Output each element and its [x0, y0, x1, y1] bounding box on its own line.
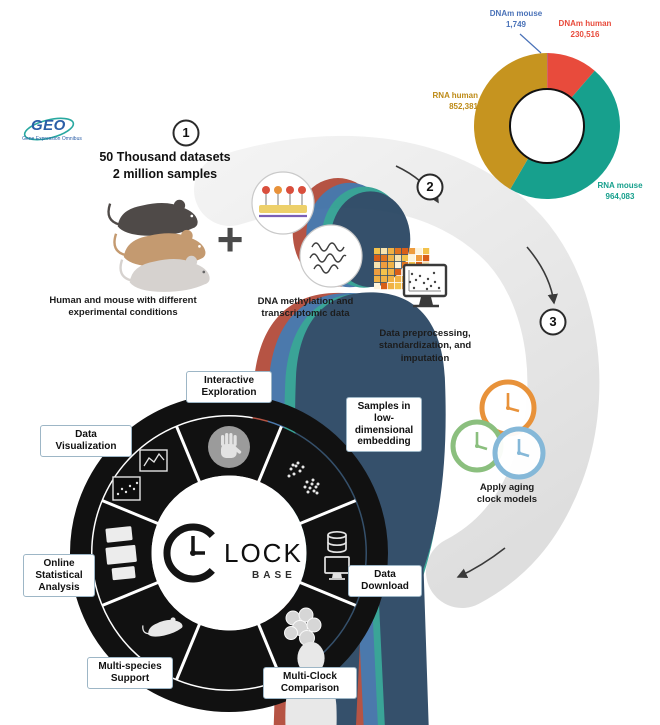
step3-badge-icon: [539, 308, 567, 336]
clockbase-c-logo-icon: [163, 523, 215, 583]
donut-label-rna-human-name: RNA human: [432, 91, 478, 100]
donut-label-rna-human: RNA human 852,381: [426, 90, 478, 112]
donut-label-dnam-mouse-value: 1,749: [505, 20, 527, 30]
wheel-label-online-statistical-analysis: Online Statistical Analysis: [23, 554, 95, 598]
wheel-outer-rim: [70, 394, 388, 712]
clock-blue-icon: [492, 426, 546, 480]
donut-label-dnam-human: DNAm human 230,516: [552, 18, 618, 40]
geo-tagline: Gene Expression Omnibus: [22, 136, 82, 142]
geo-orbit-icon: [23, 117, 75, 141]
wheel-label-data-visualization: Data Visualization: [40, 425, 132, 457]
caption-clocks: Apply aging clock models: [476, 482, 538, 506]
caption-datatypes: DNA methylation and transcriptomic data: [257, 296, 354, 320]
step2-badge-icon: [416, 173, 444, 201]
clockbase-wheel: [70, 394, 388, 725]
donut-label-dnam-human-value: 230,516: [570, 30, 600, 40]
wheel-label-data-download: Data Download: [348, 565, 422, 597]
step1-badge-icon: [172, 119, 200, 147]
wheel-hub: [151, 475, 307, 631]
dnam-mouse-leader-line: [519, 33, 542, 54]
stats-panels-icon: [105, 526, 137, 581]
wheel-label-multi-clock-comparison: Multi-Clock Comparison: [263, 667, 357, 699]
donut-hole: [509, 88, 585, 164]
geo-logo: GEO: [31, 117, 66, 134]
clock-orange-icon: [479, 379, 537, 437]
rna-squiggles-icon: [299, 224, 363, 288]
wheel-label-interactive-exploration: Interactive Exploration: [186, 371, 272, 403]
donut-label-rna-human-value: 852,381: [449, 102, 478, 112]
dataset-intro-text: 50 Thousand datasets 2 million samples: [99, 150, 231, 181]
chart-thumbnails-icon: [112, 449, 168, 501]
step1-number: 1: [182, 125, 190, 140]
aging-clocks-icon: [450, 379, 546, 480]
clockbase-logo-lock-text: LOCK: [224, 538, 303, 568]
donut-label-dnam-human-name: DNAm human: [558, 19, 612, 28]
hand-icon: [208, 426, 250, 468]
wheel-label-multi-species-support: Multi-species Support: [87, 657, 173, 689]
donut-label-dnam-mouse-name: DNAm mouse: [489, 9, 543, 18]
step-badges: [172, 119, 567, 336]
clockbase-logo-base-text: BASE: [252, 570, 296, 581]
donut-chart: [474, 52, 620, 199]
workflow-swoosh-band: [194, 135, 600, 608]
caption-species: Human and mouse with different experimen…: [49, 295, 197, 319]
dna-methylation-icon: [251, 171, 315, 235]
embedding-scatter-icon: [287, 461, 320, 495]
arrow-to-step3-icon: [526, 246, 558, 305]
caption-preprocessing: Data preprocessing, standardization, and…: [378, 328, 472, 364]
plus-sign: +: [216, 213, 244, 265]
donut-label-rna-mouse: RNA mouse 964,083: [592, 180, 648, 202]
scatter-monitor-icon: [402, 263, 448, 308]
donut-label-rna-mouse-name: RNA mouse: [597, 181, 643, 190]
multi-clock-cluster-icon: [284, 607, 322, 646]
arrow-to-wheel-icon: [456, 547, 506, 579]
wheel-label-embedding: Samples in low-dimensional embedding: [346, 397, 422, 453]
donut-label-rna-mouse-value: 964,083: [605, 192, 635, 202]
wheel-segment-dividers: [101, 425, 357, 681]
step3-number: 3: [549, 314, 557, 329]
mouse-figure-icon: [142, 617, 183, 637]
step2-number: 2: [426, 179, 434, 194]
mouse-silhouettes-icon: [107, 199, 210, 292]
donut-label-dnam-mouse: DNAm mouse 1,749: [488, 8, 544, 30]
